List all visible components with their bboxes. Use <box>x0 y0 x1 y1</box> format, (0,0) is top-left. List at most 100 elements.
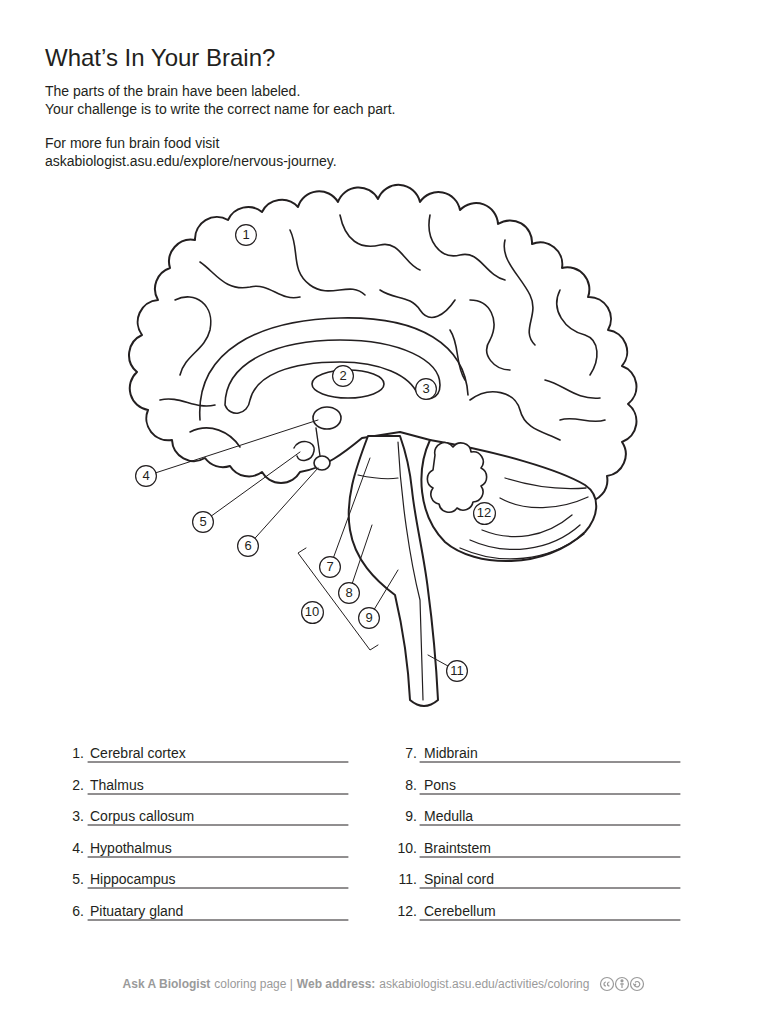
brainstem-line <box>398 442 423 700</box>
callout-outline <box>236 225 257 246</box>
callout-number: 1 <box>242 228 249 242</box>
callout-outline <box>359 608 380 629</box>
arbor-vitae <box>427 443 486 513</box>
answer-text: Cerebral cortex <box>90 744 186 762</box>
answer-number: 3. <box>52 807 84 825</box>
leader-line <box>330 458 370 567</box>
cerebellum <box>421 440 596 561</box>
cerebrum-sulci <box>504 240 535 345</box>
callout-circle: 10 <box>301 601 324 624</box>
cerebrum-sulci <box>557 290 597 375</box>
leader-line <box>203 452 300 522</box>
cerebellum-folia <box>505 478 586 489</box>
answer-number: 10. <box>385 839 417 857</box>
answer-text: Hypothalmus <box>90 839 172 857</box>
callout-circle: 9 <box>358 607 380 629</box>
cerebrum-sulci <box>470 392 560 440</box>
callout-outline <box>447 661 468 682</box>
answer-line <box>420 920 680 921</box>
license-icons <box>621 980 623 982</box>
callout-number: 5 <box>199 515 206 529</box>
callout-circle: 2 <box>332 365 354 387</box>
callout-circle: 4 <box>135 465 157 487</box>
license-icons <box>631 978 644 991</box>
callout-outline <box>238 536 259 557</box>
pituitary-gland <box>314 456 330 470</box>
answer-line <box>88 794 348 795</box>
callout-number: 3 <box>422 382 429 396</box>
cerebrum-sulci <box>340 215 420 270</box>
answer-line <box>420 857 680 858</box>
footer: Ask A Biologistcoloring page |Web addres… <box>0 976 768 992</box>
answer-line <box>88 762 680 920</box>
answer-text: Thalmus <box>90 776 144 794</box>
cerebrum-sulci <box>190 428 240 447</box>
leader-line <box>146 420 457 671</box>
cerebellum-folia <box>500 497 588 508</box>
answer-line <box>88 857 348 858</box>
license-icons <box>616 978 629 991</box>
cerebrum-sulci <box>160 215 605 447</box>
answer-text: Cerebellum <box>424 902 496 920</box>
callout-circle: 7 <box>319 556 341 578</box>
link-text: For more fun brain food visit askabiolog… <box>45 134 365 170</box>
cerebrum-sulci <box>545 380 600 398</box>
brainstem <box>349 436 438 706</box>
answer-line <box>88 825 348 826</box>
cerebrum-sulci <box>175 297 211 375</box>
answer-text: Midbrain <box>424 744 478 762</box>
answer-text: Corpus callosum <box>90 807 194 825</box>
answer-text: Spinal cord <box>424 870 494 888</box>
cerebellum-folia <box>470 525 580 549</box>
answer-number: 2. <box>52 776 84 794</box>
callout-circle: 1 <box>235 224 257 246</box>
answer-text: Braintstem <box>424 839 491 857</box>
license-icons <box>604 982 606 986</box>
answer-line <box>420 762 680 763</box>
cerebellum-folia <box>482 515 572 537</box>
answer-line <box>88 920 348 921</box>
footer-url: askabiologist.asu.edu/activities/colorin… <box>379 976 589 992</box>
callout-outline <box>473 502 495 524</box>
callout-outline <box>416 379 437 400</box>
callout-circle: 11 <box>446 660 468 682</box>
leader-line <box>146 420 318 476</box>
cerebrum-sulci <box>470 300 510 370</box>
cingulate-gyrus <box>200 318 468 420</box>
pituitary-stalk <box>316 428 320 456</box>
answer-number: 11. <box>385 870 417 888</box>
answer-line <box>420 794 680 795</box>
answer-number: 6. <box>52 902 84 920</box>
license-icons <box>620 983 624 988</box>
callout-circle: 5 <box>192 511 214 533</box>
callout-outline <box>136 466 157 487</box>
footer-text: coloring page | <box>214 976 293 992</box>
leader-line <box>248 468 318 546</box>
brainstem-bracket <box>298 548 378 650</box>
callout-number: 6 <box>244 539 251 553</box>
answer-text: Pituatary gland <box>90 902 183 920</box>
answer-number: 5. <box>52 870 84 888</box>
answer-line <box>88 762 348 763</box>
cerebrum-sulci <box>380 290 455 317</box>
callout-number: 10 <box>305 605 319 619</box>
answer-number: 12. <box>385 902 417 920</box>
brain-illustration <box>88 185 680 920</box>
intro-text: The parts of the brain have been labeled… <box>45 82 300 100</box>
answer-number: 8. <box>385 776 417 794</box>
callout-number: 9 <box>365 611 372 625</box>
intro-text: Your challenge is to write the correct n… <box>45 100 395 118</box>
callout-outline <box>339 583 360 604</box>
cerebrum-sulci <box>200 262 300 298</box>
callout-number: 12 <box>477 506 491 520</box>
callout-circle: 8 <box>338 582 360 604</box>
cerebellum-folia <box>460 478 588 559</box>
answer-number: 9. <box>385 807 417 825</box>
answer-line <box>420 825 680 826</box>
answer-number: 7. <box>385 744 417 762</box>
callout-circle: 6 <box>237 535 259 557</box>
license-icons <box>599 976 645 992</box>
callout-outline <box>320 557 341 578</box>
answer-number: 4. <box>52 839 84 857</box>
